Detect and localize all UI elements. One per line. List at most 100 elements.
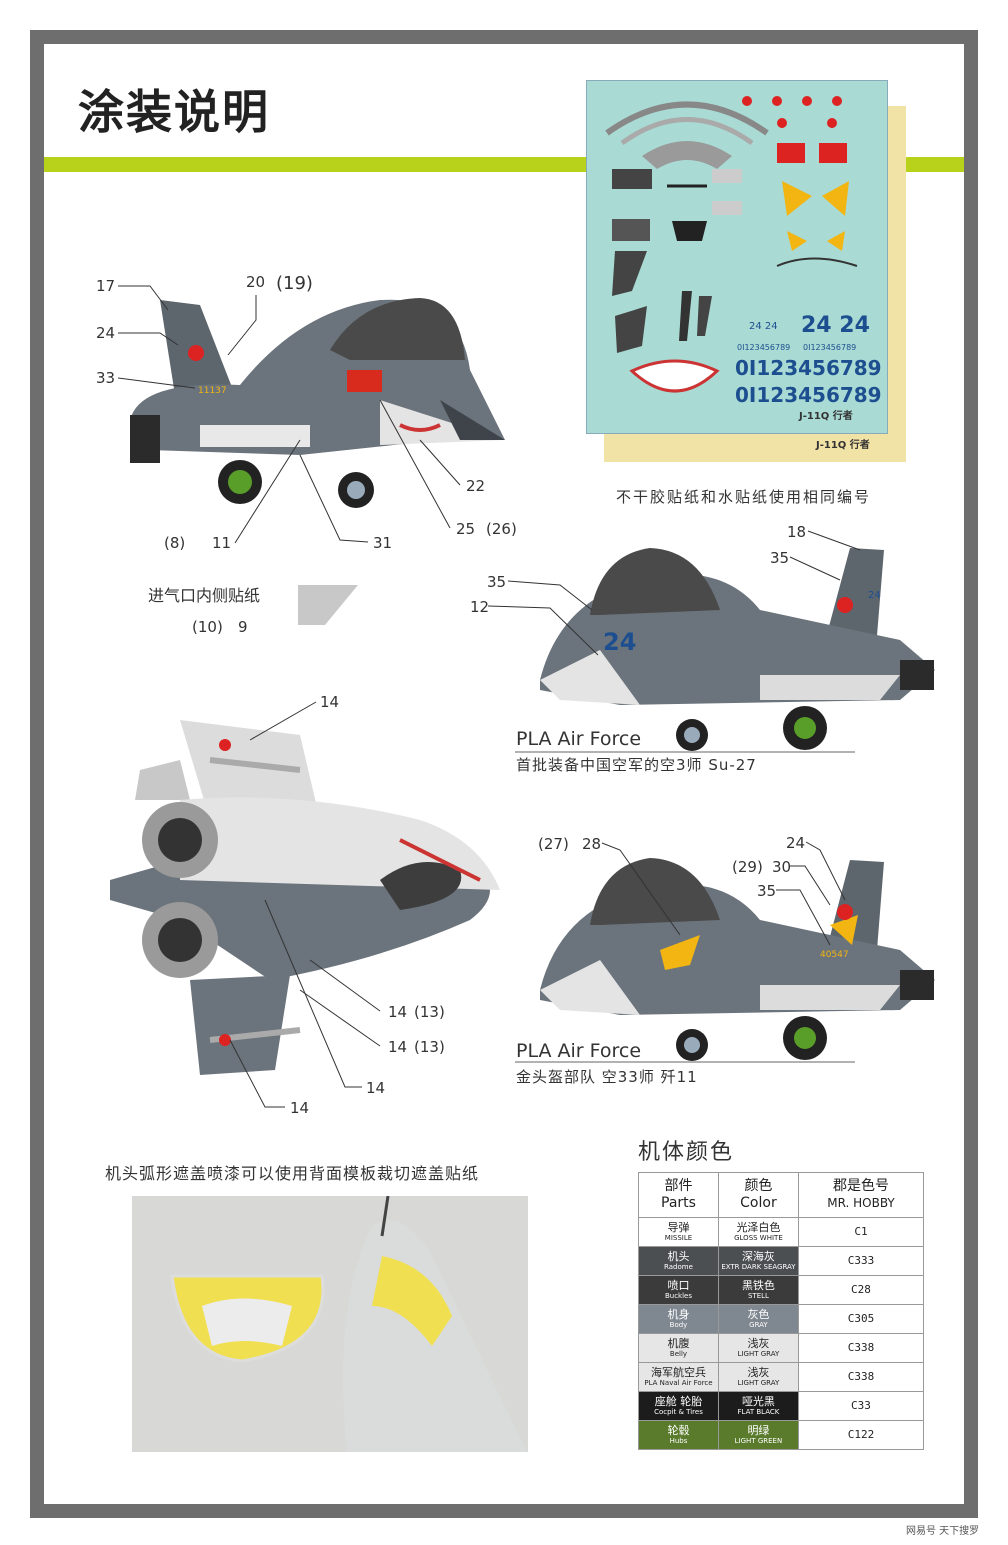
unit-desc-1: 首批装备中国空军的空3师 Su-27	[516, 756, 757, 774]
callout-13-a: (13)	[414, 1003, 445, 1021]
callout-17: 17	[96, 277, 116, 295]
callout-14-e: 14	[290, 1099, 310, 1117]
color-table-title: 机体颜色	[638, 1140, 735, 1165]
row-code: C122	[797, 1420, 925, 1450]
row-code: C305	[797, 1304, 925, 1334]
callout-35-b: 35	[487, 573, 507, 591]
intake-num-b: 9	[238, 618, 248, 636]
decal-artwork	[605, 96, 858, 393]
page-title: 涂装说明	[78, 85, 270, 139]
callout-13-b: (13)	[414, 1038, 445, 1056]
intake-label: 进气口内侧贴纸	[148, 586, 261, 605]
callout-11: 11	[212, 534, 232, 552]
unit-desc-2: 金头盔部队 空33师 歼11	[516, 1068, 698, 1086]
callout-14-b: 14	[388, 1003, 408, 1021]
tail-number-top: 11137	[198, 386, 227, 396]
row-code: C333	[797, 1246, 925, 1276]
callout-31: 31	[373, 534, 393, 552]
callout-33: 33	[96, 369, 116, 387]
decal-numbers-row2: 0I123456789	[735, 383, 882, 407]
decal-sheet-label: J-11Q 行者	[799, 411, 853, 422]
callout-25: 25	[456, 520, 476, 538]
footer-watermark: 网易号 天下搜罗	[906, 1526, 980, 1537]
callout-14-d: 14	[366, 1079, 386, 1097]
row-code: C28	[797, 1275, 925, 1305]
mask-photo-art	[170, 1196, 527, 1452]
nose-number: 24	[603, 628, 637, 656]
decal-caption: 不干胶贴纸和水贴纸使用相同编号	[616, 488, 872, 506]
mask-caption: 机头弧形遮盖喷漆可以使用背面模板裁切遮盖贴纸	[105, 1164, 480, 1183]
callout-18: 18	[787, 523, 807, 541]
callout-27: (27)	[538, 835, 569, 853]
row-code: C1	[797, 1217, 925, 1247]
callout-35-c: 35	[757, 882, 777, 900]
decal-small-24: 24 24	[749, 321, 778, 332]
callout-24: 24	[96, 324, 116, 342]
unit-label-2: PLA Air Force	[516, 1040, 642, 1062]
row-code: C338	[797, 1362, 925, 1392]
side-view-top	[130, 298, 505, 508]
callout-26: (26)	[486, 520, 517, 538]
decal-serial-b: 0I123456789	[803, 343, 857, 352]
decal-numbers-row1: 0I123456789	[735, 356, 882, 380]
callout-22: 22	[466, 477, 486, 495]
side-view-right-2	[515, 858, 935, 1063]
intake-sticker-art	[298, 585, 358, 625]
callout-14-c: 14	[388, 1038, 408, 1056]
mask-photo	[132, 1196, 528, 1452]
unit-label-1: PLA Air Force	[516, 728, 642, 750]
callout-14-a: 14	[320, 693, 340, 711]
callout-30: 30	[772, 858, 792, 876]
callout-35-a: 35	[770, 549, 790, 567]
callout-24-b: 24	[786, 834, 806, 852]
callout-28: 28	[582, 835, 602, 853]
callout-19: (19)	[276, 273, 313, 294]
row-code: C33	[797, 1391, 925, 1421]
decal-sheet: 24 24 24 24 0I123456789 0I123456789 0I12…	[586, 80, 888, 434]
decal-serial-a: 0I123456789	[737, 343, 791, 352]
tail-number-2: 40547	[820, 950, 849, 960]
decal-sheet-back-label: J-11Q 行者	[816, 440, 870, 451]
intake-num-a: (10)	[192, 618, 223, 636]
callout-leaders	[117, 285, 861, 1108]
row-code: C338	[797, 1333, 925, 1363]
callout-20: 20	[246, 273, 266, 291]
side-view-right-1	[515, 548, 935, 753]
tail-small-24: 24	[868, 590, 881, 601]
callout-29: (29)	[732, 858, 763, 876]
top-view	[110, 720, 500, 1075]
decal-big-24: 24 24	[801, 313, 870, 338]
callout-8: (8)	[164, 534, 186, 552]
callout-12: 12	[470, 598, 490, 616]
